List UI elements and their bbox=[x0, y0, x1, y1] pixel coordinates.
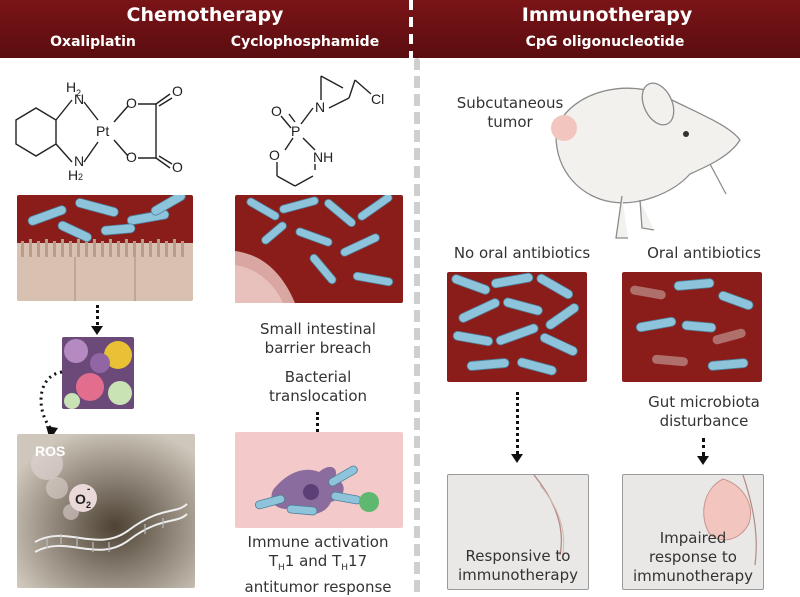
arrow-abx-to-outcome bbox=[702, 438, 705, 456]
drug-label-oxaliplatin: Oxaliplatin bbox=[50, 34, 136, 50]
header-divider bbox=[409, 0, 413, 596]
oxaliplatin-h-top: H bbox=[66, 80, 76, 95]
immune-cells-illustration bbox=[62, 337, 134, 409]
oxaliplatin-structure: H 2 N Pt N H 2 O O O O bbox=[15, 80, 183, 180]
cyclophosphamide-structure: O P N Cl O NH bbox=[269, 75, 384, 187]
microbiota-sparse-illustration bbox=[622, 272, 762, 382]
label-impaired-line3: immunotherapy bbox=[633, 567, 753, 585]
oxaliplatin-h-bottom: H bbox=[68, 167, 78, 180]
th17-subscript: H bbox=[341, 563, 349, 573]
ros-label: ROS bbox=[35, 443, 65, 459]
oxaliplatin-h-bottom-sub: 2 bbox=[78, 172, 83, 180]
label-barrier-breach-line2: barrier breach bbox=[264, 339, 372, 357]
microbiota-dense-illustration bbox=[447, 272, 587, 382]
label-no-oral-antibiotics: No oral antibiotics bbox=[453, 244, 591, 262]
label-impaired-line1: Impaired bbox=[659, 529, 727, 547]
label-responsive-line1: Responsive to bbox=[465, 547, 571, 565]
th1-subscript: H bbox=[278, 563, 285, 573]
arrow-translocation-to-activation bbox=[316, 412, 319, 438]
label-translocation-line1: Bacterial bbox=[284, 368, 352, 386]
label-responsive-line2: immunotherapy bbox=[458, 566, 578, 584]
label-barrier-breach: Small intestinal barrier breach bbox=[220, 320, 416, 358]
impaired-outcome-panel: Impaired response to immunotherapy bbox=[622, 474, 764, 590]
cyclophosphamide-p: P bbox=[291, 123, 300, 139]
cyclophosphamide-n: N bbox=[315, 99, 325, 115]
label-barrier-breach-line1: Small intestinal bbox=[260, 320, 376, 338]
arrowhead-abx-to-outcome bbox=[697, 456, 709, 465]
label-tumor-line1: Subcutaneous bbox=[456, 94, 564, 112]
oxaliplatin-o2: O bbox=[126, 149, 137, 165]
oxaliplatin-n-top: N bbox=[74, 91, 84, 107]
cyclophosphamide-nh: NH bbox=[313, 149, 333, 165]
label-impaired-line2: response to bbox=[649, 548, 737, 566]
label-th-response: TH1 and TH17 bbox=[220, 552, 416, 578]
oxaliplatin-gut-illustration bbox=[17, 195, 193, 301]
label-tumor-line2: tumor bbox=[487, 113, 533, 131]
arrowhead-gut-to-immune bbox=[91, 326, 103, 335]
cyclophosphamide-cl: Cl bbox=[371, 91, 384, 107]
label-disturbance-line2: disturbance bbox=[659, 412, 749, 430]
label-activation-line3: antitumor response bbox=[244, 578, 392, 596]
drug-label-cpg: CpG oligonucleotide bbox=[525, 34, 685, 50]
superoxide-charge: - bbox=[87, 484, 90, 495]
label-immune-activation: Immune activation TH1 and TH17 antitumor… bbox=[220, 533, 416, 597]
label-impaired: Impaired response to immunotherapy bbox=[623, 529, 763, 586]
oxaliplatin-n-bottom: N bbox=[74, 153, 84, 169]
label-subcutaneous-tumor: Subcutaneous tumor bbox=[450, 94, 570, 132]
label-translocation-line2: translocation bbox=[268, 387, 368, 405]
label-oral-antibiotics: Oral antibiotics bbox=[647, 244, 761, 262]
arrow-no-abx-to-outcome bbox=[516, 392, 519, 454]
th1-prefix: T bbox=[268, 552, 279, 570]
immunotherapy-title: Immunotherapy bbox=[521, 4, 693, 26]
label-responsive: Responsive to immunotherapy bbox=[448, 547, 588, 585]
ros-dna-illustration: ROS O 2 - bbox=[17, 434, 195, 588]
label-disturbance-line1: Gut microbiota bbox=[648, 393, 760, 411]
label-bacterial-translocation: Bacterial translocation bbox=[220, 368, 416, 406]
label-gut-microbiota-disturbance: Gut microbiota disturbance bbox=[614, 393, 794, 431]
oxaliplatin-o4: O bbox=[172, 159, 183, 175]
oxaliplatin-o1: O bbox=[126, 95, 137, 111]
oxaliplatin-pt: Pt bbox=[96, 123, 109, 139]
arrow-gut-to-immune bbox=[96, 305, 99, 325]
tumor-large-illustration bbox=[703, 475, 757, 566]
arrowhead-no-abx-to-outcome bbox=[511, 454, 523, 463]
label-activation-line1: Immune activation bbox=[247, 533, 389, 551]
chemotherapy-title: Chemotherapy bbox=[126, 4, 284, 26]
th1-suffix: 1 and T bbox=[284, 552, 342, 570]
tumor-shrunk-illustration bbox=[533, 475, 565, 560]
header-band bbox=[0, 0, 800, 58]
superoxide-subscript: 2 bbox=[86, 500, 91, 510]
mouse-illustration bbox=[551, 82, 741, 239]
arrow-immune-to-ros bbox=[39, 370, 63, 440]
responsive-outcome-panel: Responsive to immunotherapy bbox=[447, 474, 589, 590]
immune-activation-illustration bbox=[235, 432, 403, 528]
superoxide-o: O bbox=[75, 491, 86, 507]
cyclophosphamide-o-double: O bbox=[271, 103, 282, 119]
drug-label-cyclophosphamide: Cyclophosphamide bbox=[230, 34, 380, 50]
oxaliplatin-o3: O bbox=[172, 83, 183, 99]
cyclophosphamide-o-ring: O bbox=[269, 147, 280, 163]
th17-suffix: 17 bbox=[348, 552, 368, 570]
oxaliplatin-h-top-sub: 2 bbox=[76, 88, 81, 98]
cyclophosphamide-gut-illustration bbox=[235, 195, 403, 303]
column-divider bbox=[414, 58, 420, 596]
